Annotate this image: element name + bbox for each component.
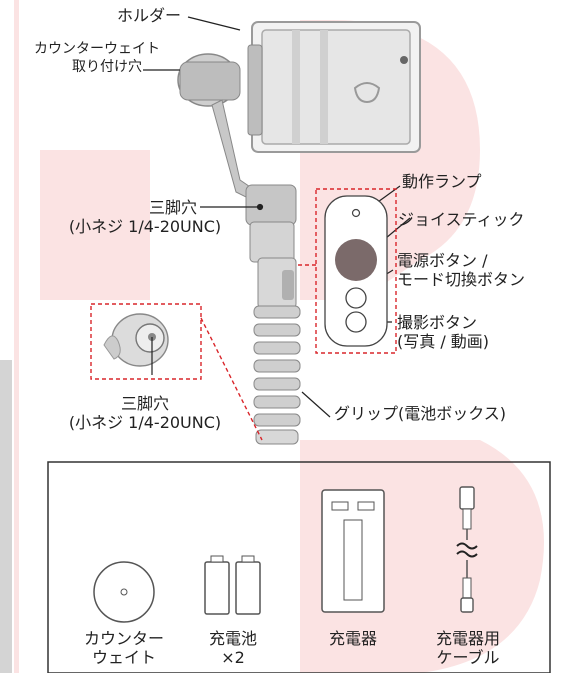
shutter-button-line2: (写真 / 動画) bbox=[397, 332, 490, 351]
accessory-cable-caption: 充電器用 ケーブル bbox=[418, 629, 518, 667]
tripod-hole-top-line2: (小ネジ 1/4-20UNC) bbox=[68, 217, 222, 236]
counterweight-hole-label: カウンターウェイト 取り付け穴 bbox=[24, 40, 170, 76]
power-button-line2: モード切換ボタン bbox=[397, 270, 526, 289]
counterweight-hole-line2: 取り付け穴 bbox=[72, 59, 142, 75]
shutter-button-icon bbox=[345, 311, 367, 333]
bottom-hole-closeup bbox=[103, 313, 169, 375]
left-gray-bar bbox=[0, 360, 12, 673]
gimbal-arm bbox=[177, 53, 297, 263]
accessory-caption-line1: 充電器 bbox=[328, 629, 377, 648]
joystick-label: ジョイスティック bbox=[398, 210, 525, 229]
status-lamp-label: 動作ランプ bbox=[402, 172, 482, 191]
accessory-caption-line2: ケーブル bbox=[436, 648, 500, 667]
power-button-label: 電源ボタン / モード切換ボタン bbox=[397, 251, 525, 289]
shutter-button-line1: 撮影ボタン bbox=[397, 313, 478, 332]
tripod-hole-bottom-line1: 三脚穴 bbox=[120, 394, 169, 413]
left-pink-stripe bbox=[14, 0, 19, 673]
accessory-counterweight-caption: カウンター ウェイト bbox=[70, 629, 178, 667]
power-button-line1: 電源ボタン / bbox=[397, 251, 488, 270]
accessory-caption-line1: カウンター bbox=[83, 629, 164, 648]
accessory-batteries-caption: 充電池 ×2 bbox=[190, 629, 276, 667]
shutter-button-label: 撮影ボタン (写真 / 動画) bbox=[397, 313, 489, 351]
tripod-hole-top-line1: 三脚穴 bbox=[148, 198, 197, 217]
accessory-caption-line1: 充電池 bbox=[208, 629, 257, 648]
control-panel-callout-box bbox=[315, 188, 397, 354]
tripod-hole-bottom-line2: (小ネジ 1/4-20UNC) bbox=[68, 413, 222, 432]
tripod-hole-bottom-label: 三脚穴 (小ネジ 1/4-20UNC) bbox=[38, 394, 252, 432]
grip-label: グリップ(電池ボックス) bbox=[334, 404, 507, 423]
accessories-box bbox=[47, 461, 551, 673]
accessory-caption-line1: 充電器用 bbox=[435, 629, 500, 648]
charger-image bbox=[321, 489, 385, 613]
phone-holder bbox=[247, 21, 421, 153]
power-button-icon bbox=[345, 287, 367, 309]
joystick-icon bbox=[335, 239, 377, 281]
holder-label: ホルダー bbox=[117, 6, 182, 25]
counterweight-hole-line1: カウンターウェイト bbox=[34, 41, 160, 57]
bottom-hole-callout-box bbox=[90, 303, 202, 380]
accessory-caption-line2: ウェイト bbox=[91, 648, 156, 667]
status-lamp-icon bbox=[351, 208, 361, 218]
tripod-hole-top-label: 三脚穴 (小ネジ 1/4-20UNC) bbox=[38, 198, 252, 236]
callout-connector-hole bbox=[200, 317, 263, 441]
handle-grip bbox=[253, 257, 301, 445]
counterweight-image bbox=[93, 561, 155, 623]
watermark-block-left bbox=[40, 150, 150, 300]
accessory-charger-caption: 充電器 bbox=[310, 629, 396, 648]
cable-image bbox=[456, 486, 478, 613]
accessory-caption-line2: ×2 bbox=[221, 648, 245, 667]
batteries-image bbox=[204, 555, 261, 615]
